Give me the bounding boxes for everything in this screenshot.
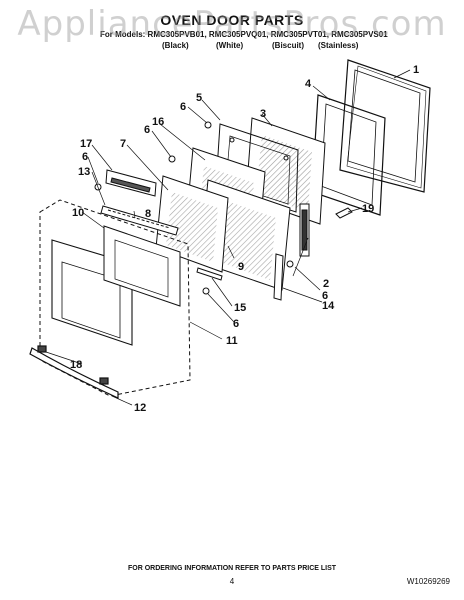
model-numbers: For Models: RMC305PVB01, RMC305PVQ01, RM…	[100, 30, 388, 39]
callout-16: 16	[152, 116, 164, 128]
callout-18: 18	[70, 359, 82, 371]
door-hinge-right	[299, 203, 310, 257]
door-handle	[29, 345, 119, 399]
callout-numbers: 1 2 3 4 5 6 6 6 6 6 7 8 9 10 11 12 13 14…	[70, 64, 419, 414]
callout-10: 10	[72, 207, 84, 219]
page-number: 4	[229, 577, 235, 586]
callout-2: 2	[323, 278, 329, 290]
glass-panel-7	[155, 175, 229, 273]
callout-7: 7	[120, 138, 126, 150]
callout-13: 13	[78, 166, 90, 178]
leader-lines	[45, 69, 411, 406]
callout-6e: 6	[233, 318, 239, 330]
side-trim	[273, 253, 284, 301]
callout-4: 4	[305, 78, 312, 90]
outer-door-assembly	[39, 199, 191, 397]
hinge-pin	[196, 267, 223, 281]
document-id: W10269269	[406, 577, 450, 586]
finish-black: (Black)	[162, 41, 189, 50]
callout-15: 15	[234, 302, 246, 314]
callout-6b: 6	[144, 124, 150, 136]
page-title: OVEN DOOR PARTS	[160, 12, 304, 28]
callout-11: 11	[226, 335, 238, 347]
finish-biscuit: (Biscuit)	[272, 41, 304, 50]
callout-5: 5	[196, 92, 202, 104]
callout-8: 8	[145, 208, 151, 220]
callout-12: 12	[134, 402, 146, 414]
finish-stainless: (Stainless)	[318, 41, 359, 50]
finish-white: (White)	[216, 41, 244, 50]
ordering-note: FOR ORDERING INFORMATION REFER TO PARTS …	[127, 565, 337, 572]
model-list: For Models: RMC305PVB01, RMC305PVQ01, RM…	[100, 30, 400, 40]
callout-6c: 6	[82, 151, 88, 163]
callout-14: 14	[322, 300, 335, 312]
callout-9: 9	[238, 261, 244, 273]
callout-19: 19	[362, 203, 374, 215]
screws	[94, 121, 294, 295]
callout-6a: 6	[180, 101, 186, 113]
outer-door-frame	[339, 59, 431, 193]
callout-6d: 6	[322, 290, 328, 302]
callout-17: 17	[80, 138, 92, 150]
finish-labels: (Black) (White) (Biscuit) (Stainless)	[0, 41, 464, 51]
callout-3: 3	[260, 108, 266, 120]
hinge-clip	[335, 207, 353, 219]
vent-bracket	[105, 169, 157, 197]
callout-1: 1	[413, 64, 419, 76]
door-rail	[100, 205, 179, 236]
